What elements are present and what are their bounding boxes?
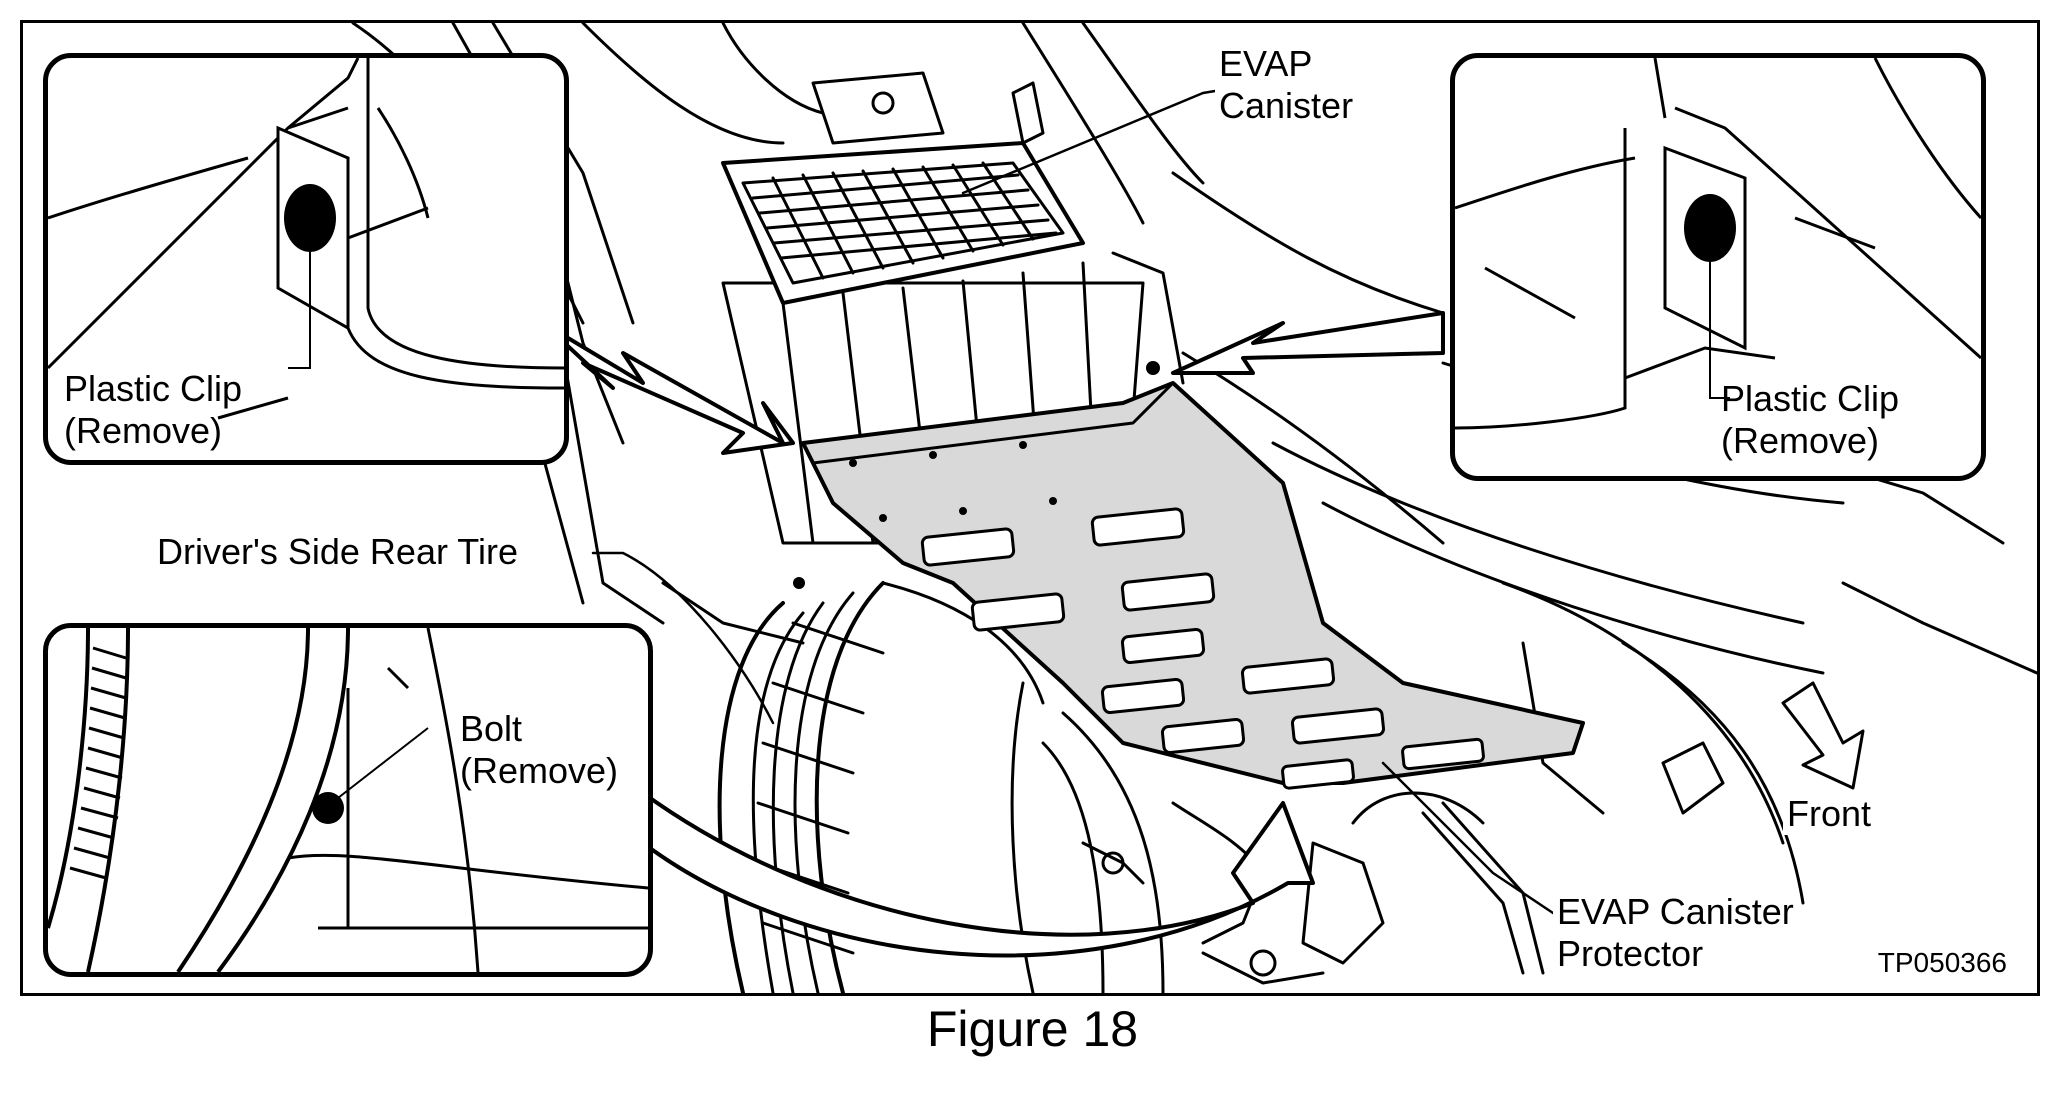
plastic-clip-right-detail [1455, 58, 1981, 430]
bolt-detail [48, 628, 648, 972]
bolt-icon [312, 792, 344, 824]
callout-plastic-clip-left: Plastic Clip (Remove) [43, 53, 569, 465]
plastic-clip-left-detail [48, 58, 564, 420]
callout-arrows [541, 311, 1445, 958]
evap-canister-protector-label: EVAP Canister Protector [1553, 891, 1798, 975]
plastic-clip-left-label: Plastic Clip (Remove) [64, 368, 243, 451]
plastic-clip-icon [1684, 194, 1736, 262]
bolt-label: Bolt (Remove) [460, 708, 619, 791]
drawing-id: TP050366 [1877, 947, 2007, 978]
plastic-clip-icon [284, 184, 336, 252]
evap-canister-label: EVAP Canister [1215, 43, 1358, 127]
figure-caption: Figure 18 [926, 1001, 1139, 1057]
callout-bolt: Bolt (Remove) [43, 623, 653, 977]
suspension-parts [1081, 791, 1545, 985]
evap-protector-drawing [793, 361, 1585, 790]
front-label: Front [1783, 793, 1876, 835]
drivers-side-rear-tire-label: Driver's Side Rear Tire [153, 531, 522, 573]
rear-tire-drawing [717, 581, 1165, 993]
callout-plastic-clip-right: Plastic Clip (Remove) [1450, 53, 1986, 481]
front-direction-icon [1781, 681, 1865, 790]
figure-frame: Plastic Clip (Remove) Plastic Clip (Remo… [20, 20, 2040, 996]
plastic-clip-right-label: Plastic Clip (Remove) [1721, 378, 1900, 461]
